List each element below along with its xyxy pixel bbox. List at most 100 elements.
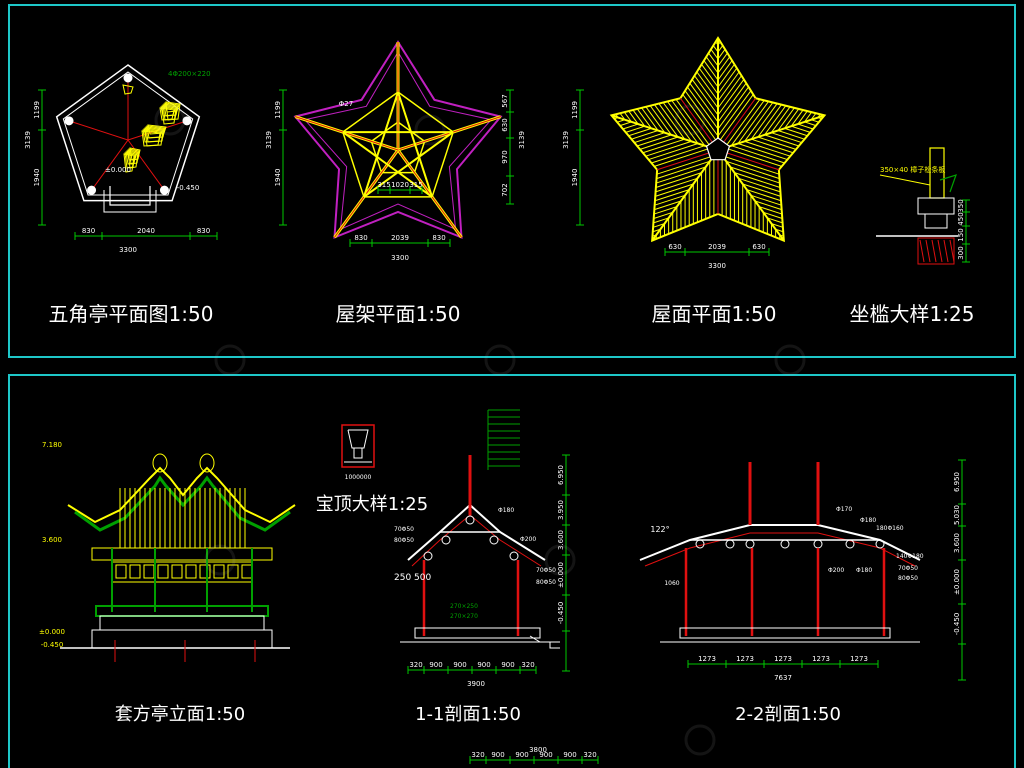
column-dot: [123, 73, 133, 83]
roof-rafter: [645, 106, 666, 133]
hatch: [931, 239, 937, 263]
roof-ridge: [717, 114, 825, 151]
tag: 140Φ180: [896, 553, 924, 560]
lattice-cell: [213, 564, 225, 579]
roof-rafter: [689, 82, 719, 123]
title-elevation: 套方亭立面1:50: [114, 704, 246, 725]
dim-text: 315: [377, 181, 390, 189]
roof-rafter: [637, 134, 672, 147]
dim-text: 6.950: [557, 465, 565, 485]
paving-stone: [147, 124, 167, 135]
roof-rafter: [726, 160, 780, 180]
roof-rafter: [701, 64, 719, 88]
roof-rafter: [708, 52, 719, 67]
rafter-section: [644, 532, 916, 567]
roof-rafter: [671, 100, 706, 146]
purlin: [813, 539, 823, 549]
roof-rafter: [751, 138, 794, 154]
roof-rafter: [754, 200, 782, 211]
tag: Φ180: [498, 507, 514, 514]
dim-text: 350: [957, 199, 965, 212]
layer-notes: [487, 409, 520, 470]
roof-curve: [67, 466, 296, 524]
frame-pentagon: [341, 91, 455, 198]
roof-rafter: [662, 102, 692, 142]
roof-rafter: [703, 60, 719, 81]
roof-rafter: [656, 155, 715, 175]
roof-rafter: [656, 166, 706, 184]
level-mid: 3.600: [42, 536, 62, 544]
tie-beam: [342, 131, 433, 198]
frame-total: 3300: [391, 254, 409, 262]
roof-rafter: [645, 140, 692, 157]
roof-rafter: [636, 108, 652, 129]
roof-rafter: [758, 206, 783, 215]
lattice-cell: [115, 564, 127, 579]
roof-rafter: [634, 132, 665, 144]
roof-rafter: [804, 121, 817, 127]
roof-ridge: [651, 149, 719, 242]
dim-text: 1199: [571, 101, 579, 119]
lattice-cell: [129, 564, 141, 579]
roof-rafter: [717, 75, 742, 109]
purlin: [489, 535, 499, 545]
watermark-mark: [204, 544, 236, 576]
watermark-mark: [214, 344, 246, 376]
lattice-cell: [171, 564, 183, 579]
dim-text: 900: [491, 751, 504, 759]
outer-pentagon: [55, 64, 201, 202]
seat-support: [924, 213, 948, 229]
level-0: ±0.000: [39, 628, 65, 636]
roof-rafter: [631, 130, 659, 140]
dim-text: 1273: [850, 655, 868, 663]
roof-rafter: [767, 217, 783, 224]
dim-text: 3.600: [953, 533, 961, 553]
finial-frame: [341, 424, 375, 468]
dim-text: 630: [501, 118, 509, 131]
side-dim: 250 500: [394, 573, 431, 583]
dim-text: 6.950: [953, 472, 961, 492]
dim-text: 2040: [137, 227, 155, 235]
roof-rafter: [730, 166, 780, 184]
roof-rafter: [628, 127, 652, 137]
roof-rafter: [764, 105, 787, 136]
dim-text: 1273: [736, 655, 754, 663]
purlin: [780, 539, 790, 549]
roof-valley-axis: [717, 149, 780, 171]
roof-rafter: [734, 172, 781, 188]
dim-text: 1940: [274, 169, 282, 187]
title-roof-frame-plan: 屋架平面1:50: [335, 302, 461, 326]
dim-text: 1273: [774, 655, 792, 663]
roof-rafter: [654, 189, 690, 202]
tag: 80Φ50: [536, 579, 556, 586]
tag: 80Φ50: [898, 575, 918, 582]
watermark-mark: [484, 344, 516, 376]
frame-star-outer: [293, 40, 503, 239]
leader: [879, 174, 931, 186]
roof-tiles: [74, 475, 291, 532]
radial-line: [68, 120, 129, 141]
roof-rafter: [654, 104, 679, 138]
roof-rafter: [653, 211, 673, 219]
dim-text: 630: [752, 243, 765, 251]
roof-ridge: [717, 149, 785, 242]
purlin: [695, 539, 705, 549]
dim-text: 2039: [708, 243, 726, 251]
dim-text: 450: [957, 212, 965, 225]
paving-stone: [122, 84, 134, 95]
base-block: [917, 237, 955, 265]
dim-text: 1020: [391, 181, 409, 189]
roof-rafter: [717, 67, 738, 95]
section-11-total: 3900: [467, 680, 485, 688]
roof-rafter: [757, 104, 782, 138]
roof-rafter: [771, 132, 802, 144]
roof-rafter: [717, 64, 735, 88]
level-label: ±0.000: [105, 166, 131, 174]
